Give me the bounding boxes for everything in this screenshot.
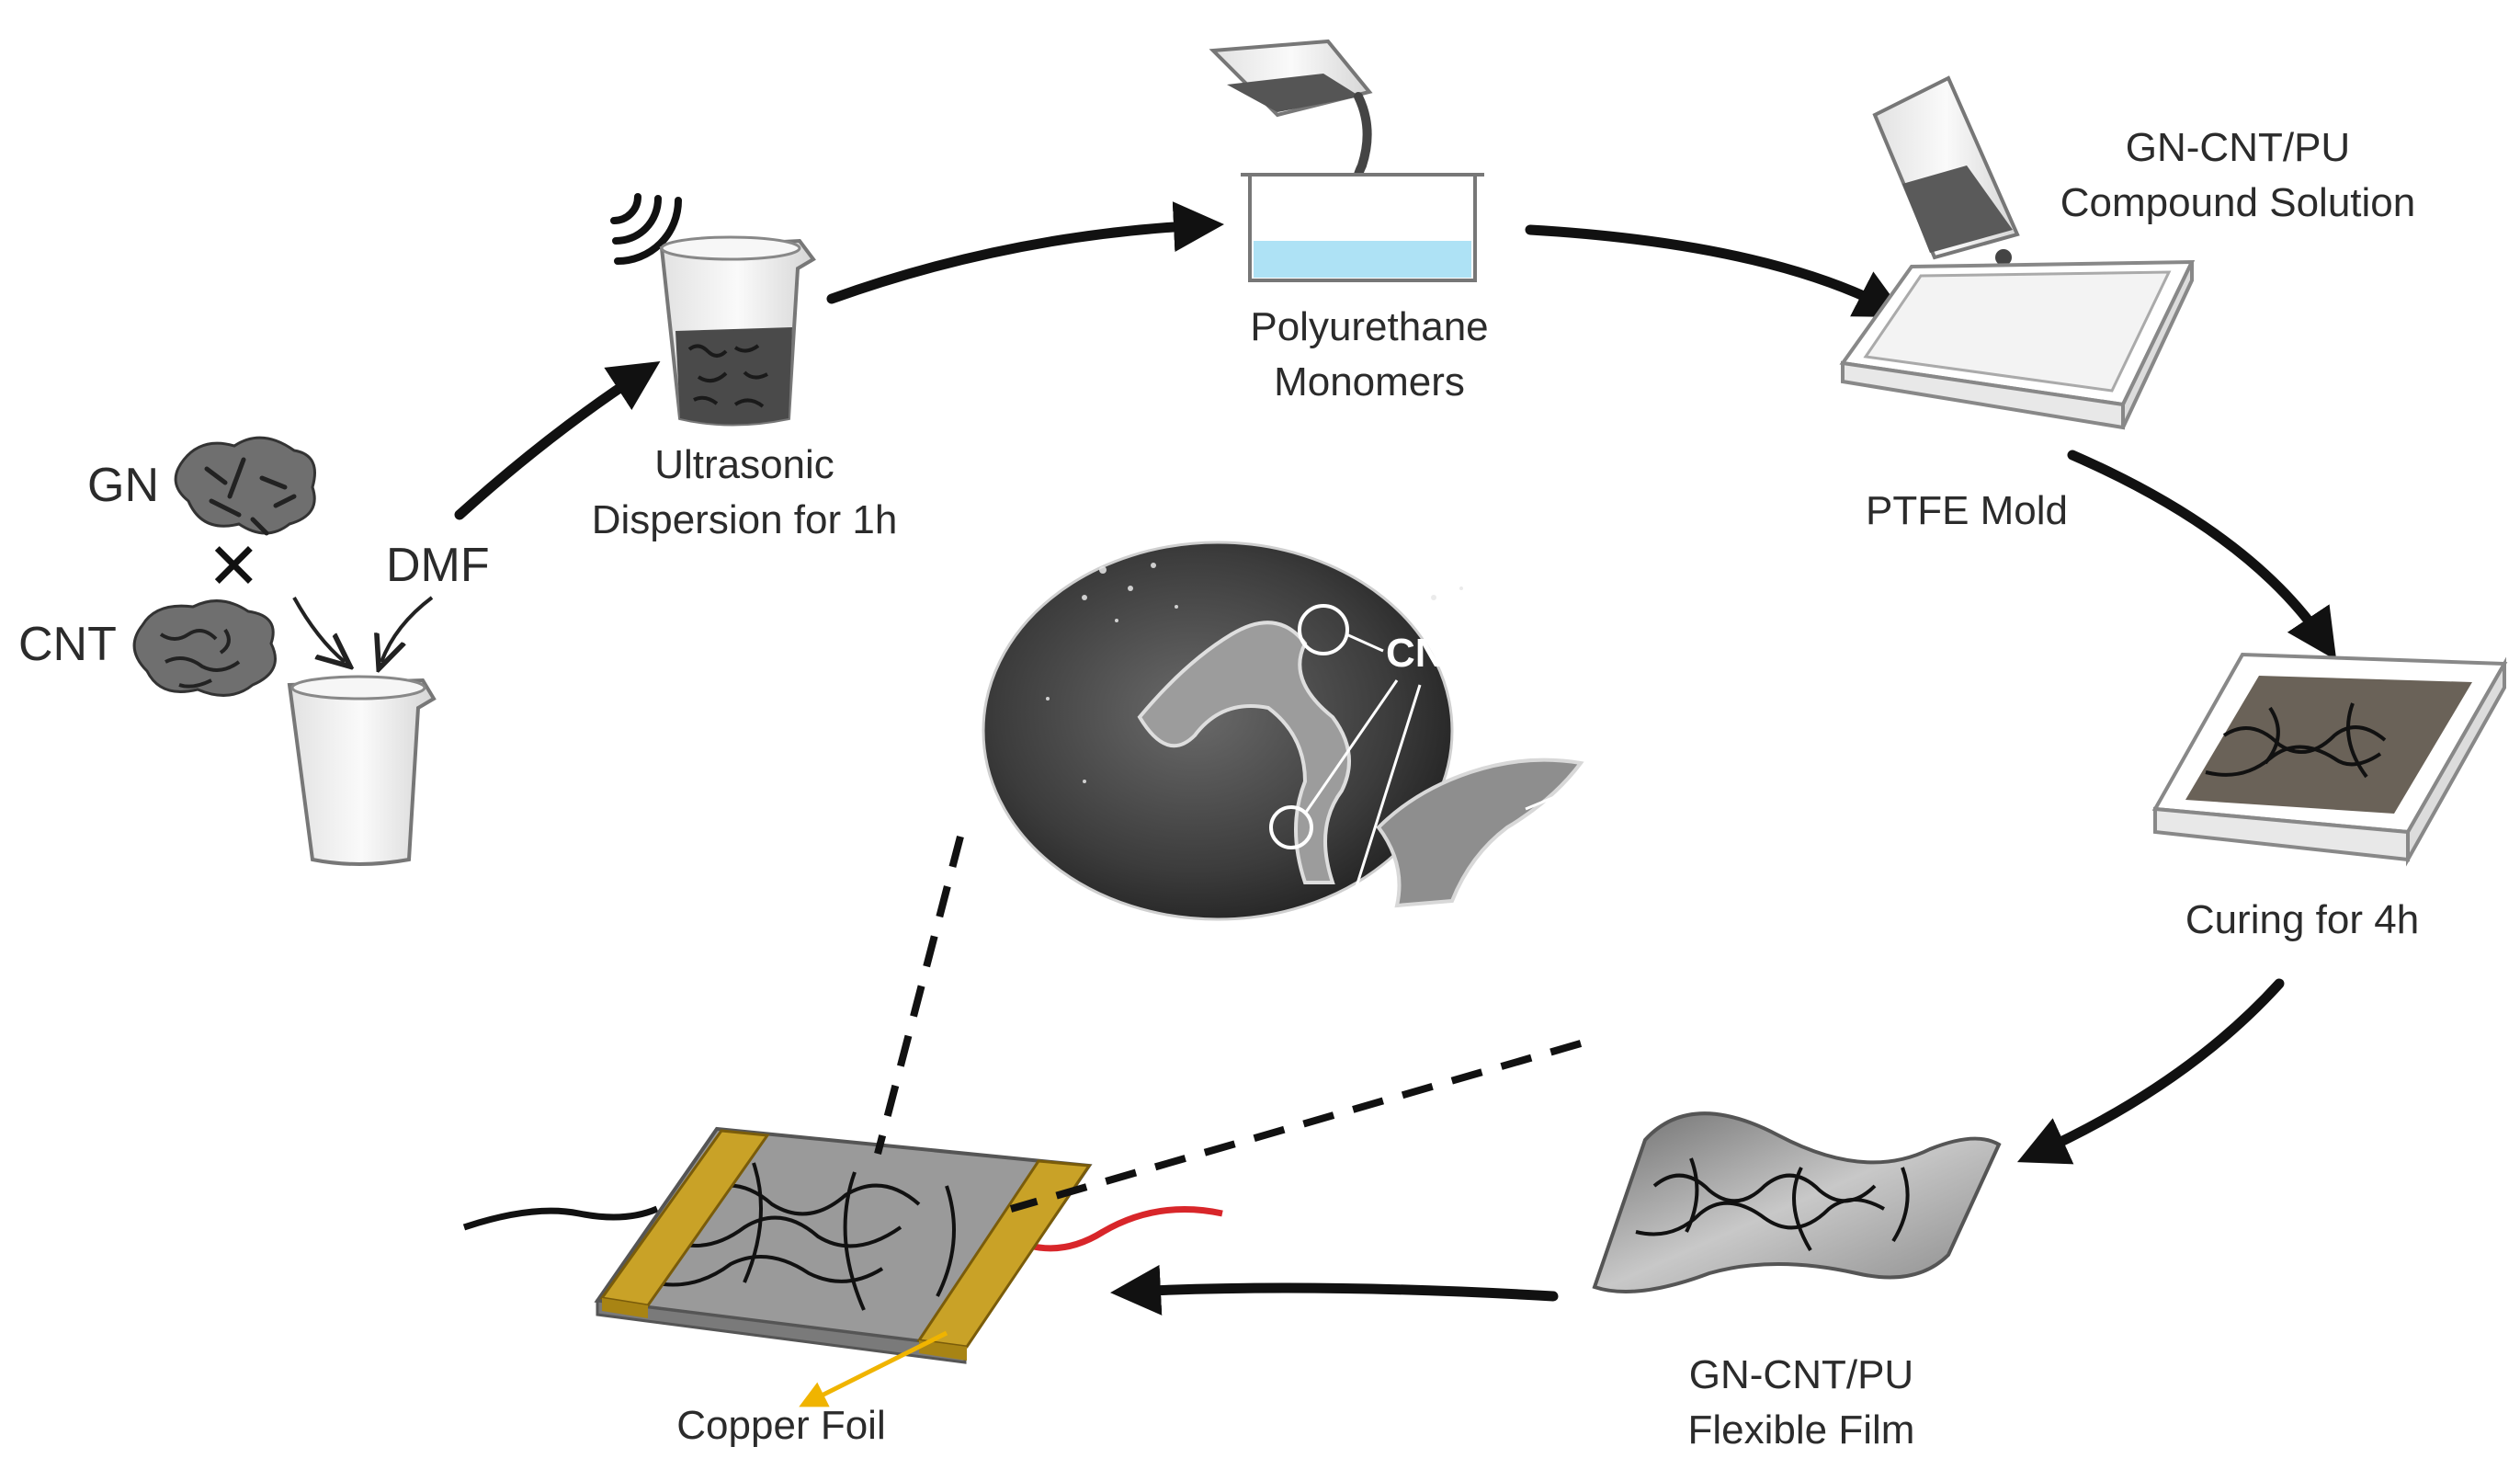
label-dmf: DMF — [386, 539, 490, 592]
label-film-line2: Flexible Film — [1688, 1407, 1915, 1453]
ultrasonic-beaker-icon — [659, 235, 816, 427]
arrow-mix-to-ultrasonic — [454, 361, 661, 520]
plus-cross-icon: ✕ — [207, 530, 261, 602]
sem-ridge-right — [1376, 758, 1584, 908]
cured-network-texture — [2205, 702, 2387, 779]
sem-label-cnt: CNT — [1386, 631, 1470, 676]
sem-image: CNT GN — [982, 541, 1750, 1002]
label-gn: GN — [87, 459, 159, 512]
arrow-dmf-into-beaker — [381, 596, 434, 662]
sem-annotation-lines — [1303, 632, 1683, 934]
red-wire — [1028, 1206, 1223, 1252]
sem-bright-specks — [1046, 563, 1463, 783]
copper-foil-pointer-arrow — [799, 1330, 948, 1407]
mixing-beaker-icon — [287, 675, 437, 866]
label-pu-line2: Monomers — [1274, 359, 1465, 404]
label-compound-line2: Compound Solution — [2060, 180, 2415, 225]
ultrasonic-waves-icon — [610, 193, 682, 265]
arrow-mold-to-curing — [2067, 450, 2337, 661]
curing-step: Curing for 4h — [2151, 652, 2508, 942]
copper-foil-right — [916, 1159, 1092, 1349]
label-ultrasonic-line1: Ultrasonic — [654, 442, 834, 487]
gn-flake-icon — [174, 436, 316, 535]
sem-annotation-circles — [1269, 604, 1365, 1002]
label-curing: Curing for 4h — [2185, 897, 2419, 942]
gn-flake-texture — [204, 457, 297, 536]
arrow-pu-to-mold — [1525, 224, 1907, 318]
ptfe-mold-tray-icon — [1839, 259, 2196, 430]
sensor-network-texture — [652, 1162, 956, 1311]
arrow-film-to-sensor — [1110, 1264, 1559, 1316]
arrow-ultrasonic-to-pu — [826, 201, 1224, 304]
curing-tray-icon — [2151, 652, 2508, 867]
polyurethane-step: Polyurethane Monomers — [1209, 39, 1489, 404]
gn-cnt-mixing: GN ✕ CNT DMF — [18, 436, 490, 866]
dispersion-texture — [687, 344, 768, 408]
label-ultrasonic-line2: Dispersion for 1h — [592, 497, 898, 542]
label-film-line1: GN-CNT/PU — [1689, 1352, 1913, 1397]
label-compound-line1: GN-CNT/PU — [2126, 125, 2350, 170]
process-arrows — [454, 201, 2337, 1316]
label-cnt: CNT — [18, 618, 117, 671]
sem-zoom-lines — [874, 835, 1583, 1213]
ultrasonic-step: Ultrasonic Dispersion for 1h — [592, 193, 898, 542]
flexible-film-icon — [1592, 1111, 2002, 1293]
label-pu-line1: Polyurethane — [1250, 304, 1488, 349]
black-wire — [462, 1205, 659, 1231]
film-network-texture — [1635, 1157, 1910, 1252]
label-ptfe-mold: PTFE Mold — [1866, 488, 2068, 533]
pu-container-icon — [1241, 173, 1484, 282]
cnt-flake-icon — [132, 599, 277, 697]
arrow-curing-to-film — [2016, 978, 2285, 1165]
sensor-step: Copper Foil — [462, 1126, 1223, 1448]
sem-label-gn: GN — [1689, 718, 1750, 763]
arrow-gn-cnt-into-beaker — [292, 597, 345, 662]
ptfe-mold-step: GN-CNT/PU Compound Solution PTFE Mold — [1839, 75, 2415, 533]
label-copper-foil: Copper Foil — [676, 1403, 885, 1448]
sem-ridge-left — [1137, 621, 1351, 884]
cnt-flake-texture — [159, 628, 241, 689]
flexible-film-step: GN-CNT/PU Flexible Film — [1592, 1111, 2002, 1453]
